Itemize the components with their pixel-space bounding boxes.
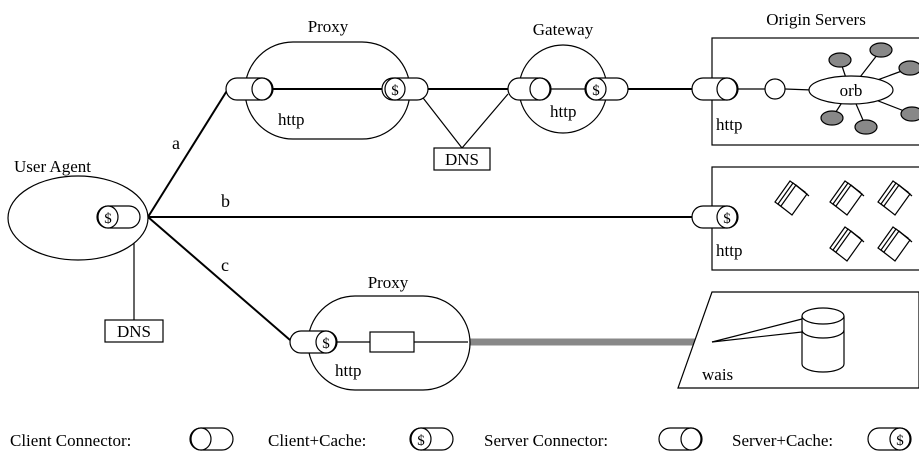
legend: Client Connector: Client+Cache: $ Server… <box>10 427 912 451</box>
dns-left-label: DNS <box>117 322 151 341</box>
cache-symbol: $ <box>896 433 904 449</box>
proxy-top-server-connector <box>225 77 274 101</box>
origin-servers: Origin Servers orb http <box>691 10 919 146</box>
legend-client-connector-label: Client Connector: <box>10 431 131 450</box>
wais-server: wais <box>677 291 919 389</box>
link-c-label: c <box>221 255 229 275</box>
connection-lines <box>133 88 712 346</box>
origin-node <box>764 78 786 100</box>
origin-servers-label: Origin Servers <box>766 10 866 29</box>
legend-server-connector-symbol <box>658 427 703 451</box>
link-a-line <box>147 88 229 218</box>
orb-nodes <box>820 42 919 135</box>
legend-server-connector-label: Server Connector: <box>484 431 608 450</box>
wais-parallelogram <box>677 291 919 389</box>
origin-server-connector <box>691 77 739 101</box>
gateway-protocol: http <box>550 102 576 121</box>
cache-symbol: $ <box>723 211 731 227</box>
proxy-bottom-protocol: http <box>335 361 361 380</box>
folder-icons <box>774 180 913 262</box>
proxy-top-protocol: http <box>278 110 304 129</box>
dns-top-label: DNS <box>445 150 479 169</box>
cache-symbol: $ <box>417 433 425 449</box>
proxy-top: Proxy $ http <box>225 17 429 140</box>
gateway-client-cache-connector: $ <box>584 77 629 101</box>
legend-server-cache-symbol: $ <box>867 427 912 451</box>
gateway: Gateway $ http <box>507 20 629 134</box>
folder-icon <box>877 226 913 262</box>
proxy-bottom-filter <box>369 331 415 353</box>
link-b-label: b <box>221 191 230 211</box>
dns-top: DNS <box>433 147 491 171</box>
cache-symbol: $ <box>104 211 112 227</box>
legend-server-cache-label: Server+Cache: <box>732 431 833 450</box>
user-agent-ellipse <box>7 175 149 261</box>
proxy-bottom-server-cache-connector: $ <box>289 330 338 354</box>
legend-client-connector-symbol <box>189 427 234 451</box>
proxy-bottom-label: Proxy <box>368 273 409 292</box>
folder-icon <box>829 226 865 262</box>
legend-client-cache-symbol: $ <box>409 427 454 451</box>
dns-left: DNS <box>104 319 164 343</box>
gateway-label: Gateway <box>533 20 594 39</box>
folder-icon <box>829 180 865 216</box>
proxy-dns-line <box>419 93 463 149</box>
user-agent-label: User Agent <box>14 157 91 176</box>
gateway-server-connector <box>507 77 552 101</box>
legend-client-cache-label: Client+Cache: <box>268 431 366 450</box>
folder-icon <box>877 180 913 216</box>
files-protocol: http <box>716 241 742 260</box>
gateway-dns-line <box>461 93 509 149</box>
proxy-top-label: Proxy <box>308 17 349 36</box>
orb-ellipse <box>808 75 894 105</box>
user-agent: User Agent $ <box>7 157 149 261</box>
cache-symbol: $ <box>592 83 600 99</box>
wais-protocol: wais <box>702 365 733 384</box>
folder-icon <box>774 180 810 216</box>
database-icon <box>801 307 845 373</box>
origin-protocol: http <box>716 115 742 134</box>
proxy-top-client-cache-connector: $ <box>381 77 429 101</box>
ua-client-cache-connector: $ <box>96 205 141 229</box>
proxy-bottom: Proxy $ http <box>289 273 471 391</box>
file-server-cache-connector: $ <box>691 205 739 229</box>
file-server: $ http <box>691 166 919 271</box>
orb-label: orb <box>840 81 863 100</box>
link-c-line <box>147 216 291 341</box>
link-a-label: a <box>172 133 180 153</box>
cache-symbol: $ <box>322 336 330 352</box>
cache-symbol: $ <box>391 83 399 99</box>
